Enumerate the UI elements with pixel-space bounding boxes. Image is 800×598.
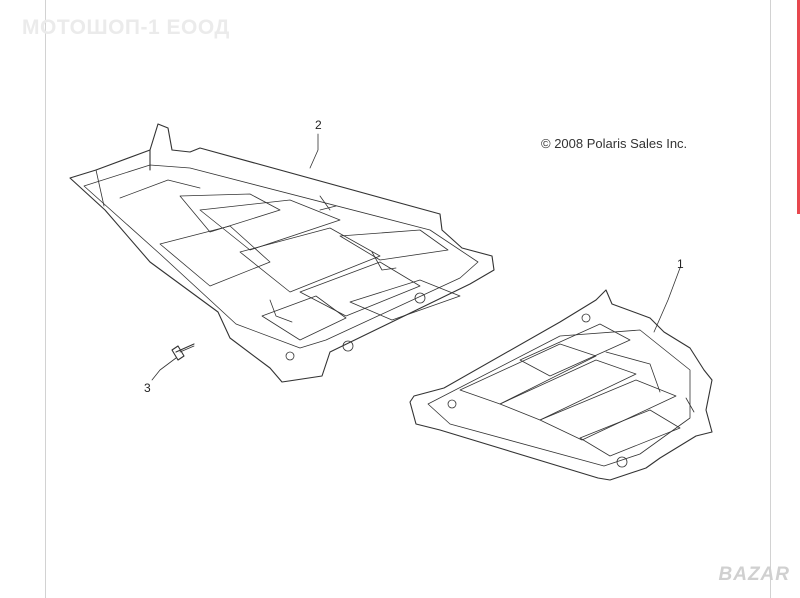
callout-1: 1	[677, 257, 684, 271]
callout-2: 2	[315, 118, 322, 132]
front-skid-plate	[69, 123, 495, 383]
bolt	[171, 343, 195, 361]
rear-skid-plate	[409, 289, 713, 481]
shop-watermark: МОТОШОП-1 ЕООД	[22, 16, 230, 39]
bazar-badge: BAZAR	[718, 564, 790, 585]
left-frame-line	[45, 0, 46, 598]
right-frame-line	[770, 0, 771, 598]
copyright-notice: © 2008 Polaris Sales Inc.	[541, 136, 688, 151]
callout-3: 3	[144, 381, 151, 395]
leader-lines	[151, 133, 681, 381]
accent-edge	[797, 0, 800, 214]
